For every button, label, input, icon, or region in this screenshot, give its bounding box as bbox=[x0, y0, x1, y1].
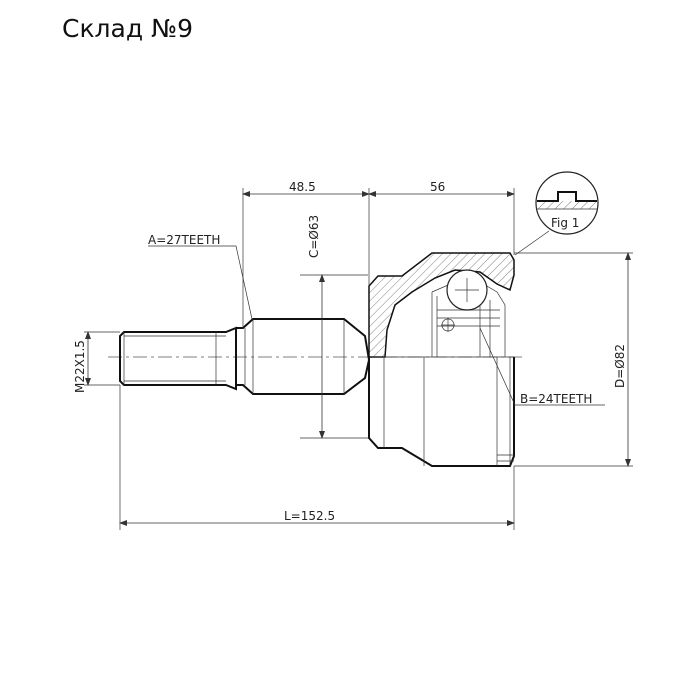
dimension-lines bbox=[85, 191, 631, 526]
fig-label: Fig 1 bbox=[551, 216, 579, 230]
label-length: L=152.5 bbox=[284, 509, 335, 523]
label-d-diameter: D=Ø82 bbox=[613, 344, 627, 388]
splined-shaft bbox=[236, 318, 371, 395]
label-a-teeth: A=27TEETH bbox=[148, 233, 220, 247]
page-title: Склад №9 bbox=[62, 14, 193, 43]
leader-lines bbox=[148, 245, 605, 406]
ball bbox=[446, 269, 488, 311]
outer-housing bbox=[368, 252, 515, 467]
inner-race-cage bbox=[431, 281, 506, 357]
extension-lines bbox=[84, 188, 633, 530]
label-thread: M22X1.5 bbox=[73, 340, 87, 393]
label-b-teeth: B=24TEETH bbox=[520, 392, 592, 406]
label-c-diameter: C=Ø63 bbox=[307, 215, 321, 258]
threaded-stub bbox=[119, 326, 237, 391]
fig-1-detail: Fig 1 bbox=[514, 171, 599, 256]
dim-56: 56 bbox=[430, 180, 445, 194]
dim-48-5: 48.5 bbox=[289, 180, 316, 194]
